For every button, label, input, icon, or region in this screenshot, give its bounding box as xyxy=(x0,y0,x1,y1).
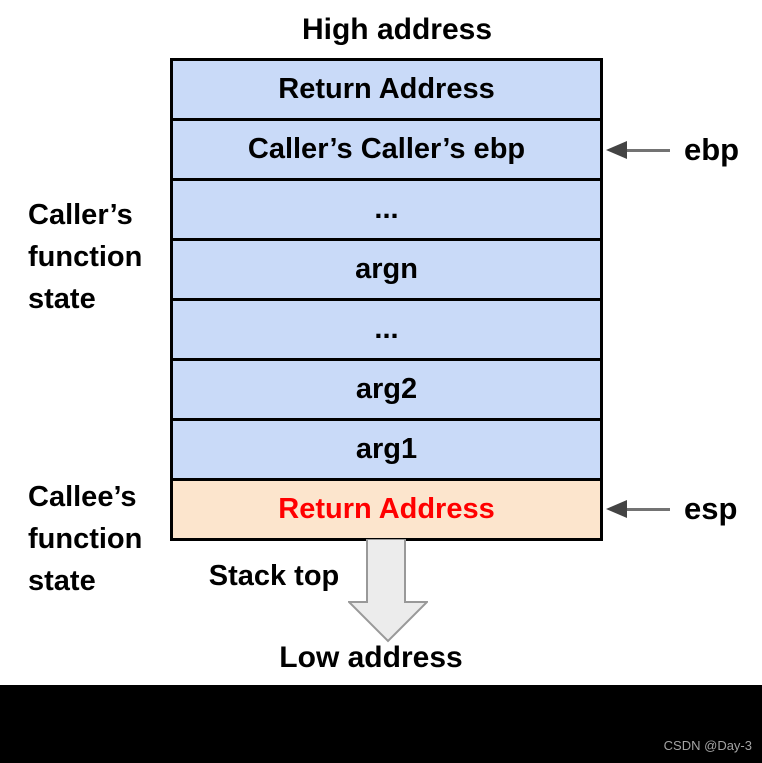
footer-black-bar: CSDN @Day-3 xyxy=(0,685,762,763)
high-address-label: High address xyxy=(301,13,493,46)
stack-row-return-address: Return Address xyxy=(173,61,600,121)
esp-left-arrow-icon xyxy=(606,500,627,518)
stack-row-return-address-callee: Return Address xyxy=(173,481,600,538)
stack-row-argn: argn xyxy=(173,241,600,301)
ebp-left-arrow-icon xyxy=(606,141,627,159)
stack-top-label: Stack top xyxy=(208,560,340,592)
stack-row-ellipsis-lower: ... xyxy=(173,301,600,361)
esp-register-label: esp xyxy=(684,491,738,526)
down-arrow-shape xyxy=(348,539,428,643)
stack-row-arg1: arg1 xyxy=(173,421,600,481)
esp-pointer: esp xyxy=(606,492,737,526)
stack-frame-box: Return Address Caller’s Caller’s ebp ...… xyxy=(170,58,603,541)
caller-function-state-label: Caller’s function state xyxy=(28,199,143,315)
ebp-pointer: ebp xyxy=(606,133,739,167)
stack-growth-down-arrow-icon xyxy=(348,539,428,643)
stack-row-ellipsis-upper: ... xyxy=(173,181,600,241)
ebp-register-label: ebp xyxy=(684,132,740,167)
ebp-arrow-shaft xyxy=(627,148,670,152)
low-address-label: Low address xyxy=(279,641,463,674)
stack-row-callers-callers-ebp: Caller’s Caller’s ebp xyxy=(173,121,600,181)
csdn-watermark: CSDN @Day-3 xyxy=(663,738,752,753)
esp-arrow-shaft xyxy=(627,507,670,511)
stack-row-arg2: arg2 xyxy=(173,361,600,421)
callee-function-state-label: Callee’s function state xyxy=(28,481,143,597)
